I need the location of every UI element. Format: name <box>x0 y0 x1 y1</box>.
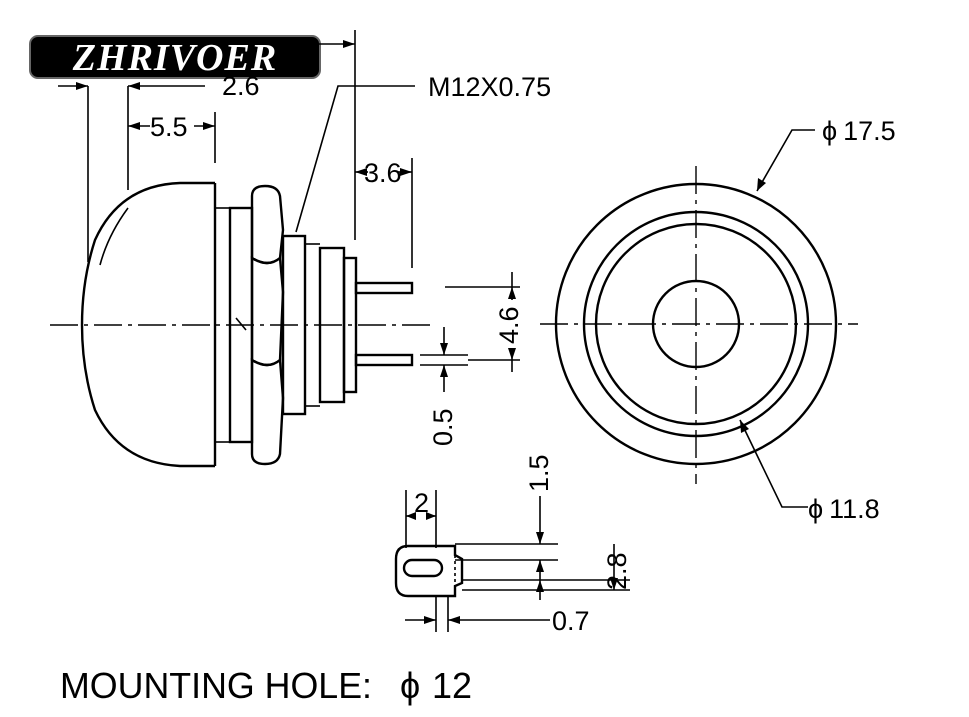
terminal-detail: 2 1.5 2.8 0.7 <box>394 454 632 636</box>
terminal-upper <box>354 281 414 295</box>
dim-5-5: 5.5 <box>150 112 188 142</box>
hex-nut-bottom <box>250 357 285 466</box>
terminal-outline <box>394 544 464 598</box>
mounting-hole-label: MOUNTING HOLE: <box>60 665 372 706</box>
dim-4-6: 4.6 <box>494 306 524 344</box>
brand-logo-text: ZHRIVOER <box>72 37 277 79</box>
dim-2: 2 <box>414 488 429 518</box>
ring-outer <box>582 210 810 438</box>
cap-dome <box>80 181 215 468</box>
cap-highlight <box>99 207 129 266</box>
svg-text:ϕ11.8: ϕ11.8 <box>808 494 880 524</box>
dim-11-8: 11.8 <box>829 494 880 524</box>
hex-nut-top <box>250 184 285 265</box>
outer-circle <box>554 182 838 466</box>
ring-inner <box>594 222 798 426</box>
mounting-hole-value: 12 <box>432 665 472 706</box>
hex-nut-middle <box>250 255 285 367</box>
dim-thread: M12X0.75 <box>428 72 551 102</box>
dim-2-8: 2.8 <box>602 552 632 590</box>
threaded-body <box>281 234 307 416</box>
base-plate <box>342 256 358 394</box>
dim-0-5: 0.5 <box>428 408 458 446</box>
dim-3-6: 3.6 <box>364 158 402 188</box>
button-circle <box>651 279 741 369</box>
terminal-slot <box>402 558 444 578</box>
dim-17-5: 17.5 <box>843 116 896 146</box>
brand-logo: ZHRIVOER <box>29 35 321 80</box>
side-view: 2.6 5.5 M12X0.75 3.6 4.6 <box>50 30 551 468</box>
mounting-hole-note: MOUNTING HOLE: ϕ 12 <box>60 665 472 706</box>
phi-symbol: ϕ <box>400 665 420 706</box>
terminal-lower <box>354 353 414 367</box>
dim-0-7: 0.7 <box>552 606 590 636</box>
dim-1-5: 1.5 <box>524 454 554 492</box>
svg-text:ϕ17.5: ϕ17.5 <box>822 116 896 146</box>
dim-2-6: 2.6 <box>222 71 260 101</box>
